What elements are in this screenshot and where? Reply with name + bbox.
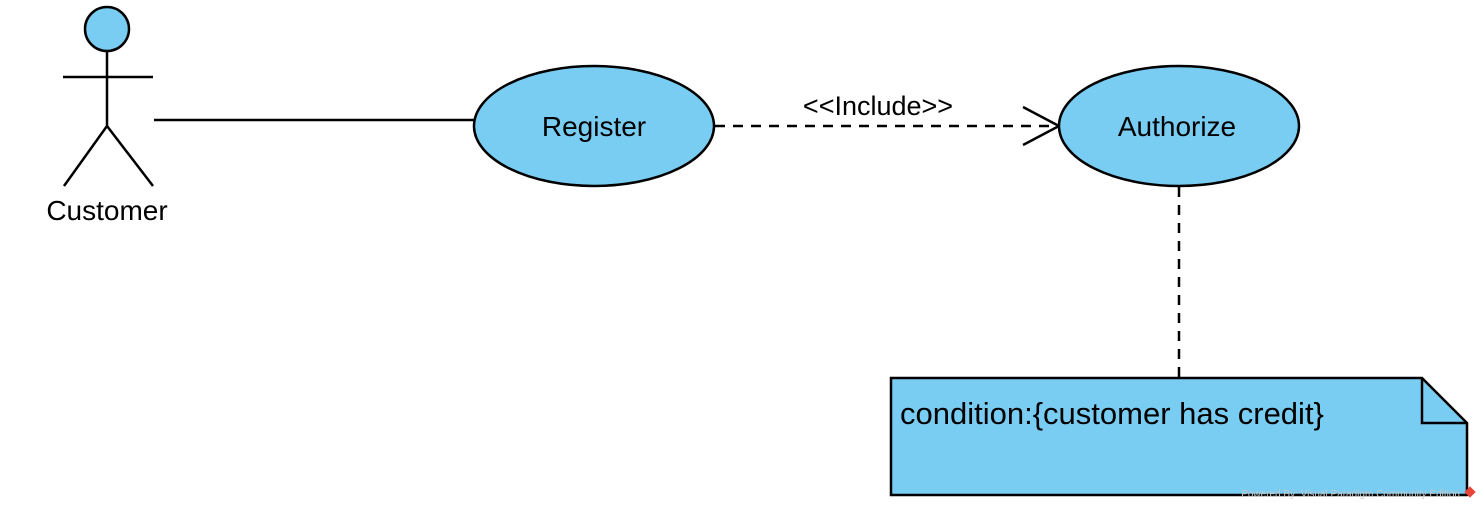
- watermark-text: Powered By::Visual Paradigm Community Ed…: [1241, 489, 1460, 500]
- use-case-ellipse: [472, 64, 716, 188]
- note[interactable]: condition:{customer has credit}: [889, 376, 1469, 497]
- actor-customer[interactable]: Customer: [46, 5, 168, 226]
- note-folded-corner: [1420, 378, 1467, 425]
- actor-left-leg: [62, 125, 109, 187]
- actor-label: Customer: [46, 195, 167, 226]
- include-dependency[interactable]: <<Include>>: [715, 91, 1062, 147]
- include-label: <<Include>>: [803, 91, 953, 121]
- visual-paradigm-logo-icon: [1464, 486, 1476, 498]
- note-body: [889, 376, 1469, 497]
- actor-right-leg: [106, 125, 154, 187]
- use-case-authorize[interactable]: Authorize: [1057, 64, 1301, 188]
- use-case-ellipse: [1057, 64, 1301, 188]
- use-case-label: Register: [542, 111, 646, 142]
- use-case-register[interactable]: Register: [472, 64, 716, 188]
- note-text: condition:{customer has credit}: [900, 396, 1324, 431]
- actor-head: [83, 5, 131, 53]
- use-case-label: Authorize: [1118, 111, 1236, 142]
- watermark: Powered By::Visual Paradigm Community Ed…: [1241, 486, 1476, 500]
